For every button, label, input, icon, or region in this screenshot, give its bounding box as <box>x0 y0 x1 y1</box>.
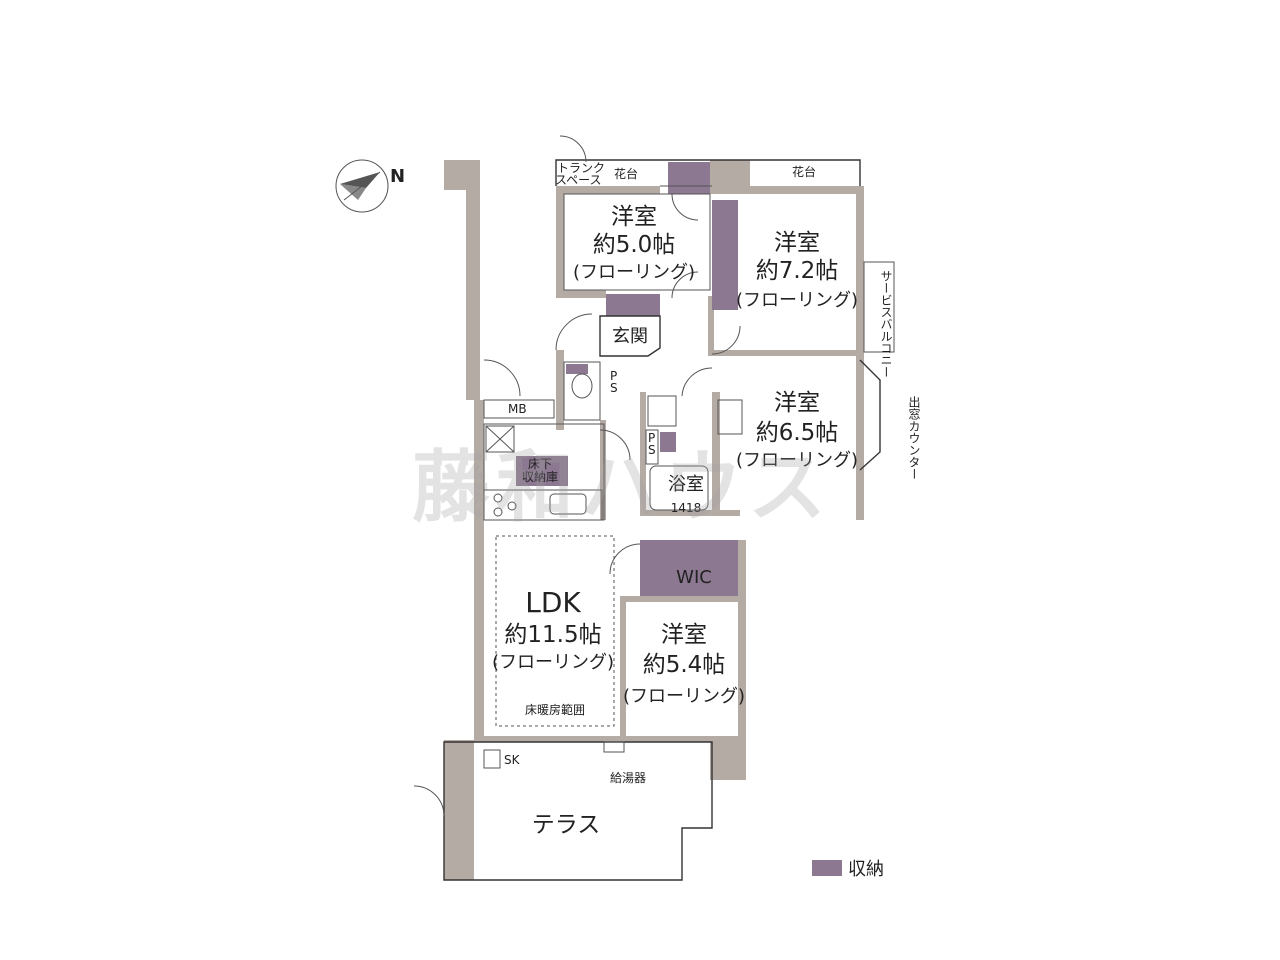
ldk-name: LDK <box>525 586 581 619</box>
bay-window-counter-label: 出窓カウンター <box>907 396 921 480</box>
ldk-size: 約11.5帖 <box>504 622 601 648</box>
trunk-space-label-2: スペース <box>555 173 602 187</box>
sk-label: SK <box>504 753 521 767</box>
watermark: 藤和ハウス <box>412 443 832 533</box>
service-balcony-label: サービスバルコニー <box>879 270 893 378</box>
ldk-heating: 床暖房範囲 <box>525 702 585 717</box>
outlines <box>413 135 895 881</box>
bed3-name: 洋室 <box>774 390 820 416</box>
bath-size: 1418 <box>671 501 702 515</box>
underfloor-storage-label-2: 収納庫 <box>522 470 558 484</box>
bed1-name: 洋室 <box>611 204 657 230</box>
mb-label: MB <box>508 402 527 416</box>
ps2-p-label: P <box>648 431 655 445</box>
terrace-label: テラス <box>532 812 601 838</box>
bed3-size: 約6.5帖 <box>756 420 839 446</box>
walls <box>444 160 864 880</box>
legend-label: 収納 <box>848 859 884 880</box>
trunk-space-label-1: トランク <box>557 161 605 175</box>
flower-bed-label-1: 花台 <box>614 166 638 181</box>
bed2-size: 約7.2帖 <box>756 258 839 284</box>
bed1-floor: (フローリング) <box>573 262 695 283</box>
flower-bed-label-2: 花台 <box>792 164 816 179</box>
entrance-label: 玄関 <box>612 326 648 347</box>
compass: N <box>335 159 405 213</box>
ldk-floor: (フローリング) <box>492 652 614 673</box>
bed2-name: 洋室 <box>774 230 820 256</box>
legend-swatch <box>812 860 842 876</box>
bath-name: 浴室 <box>668 474 704 495</box>
bed3-floor: (フローリング) <box>736 450 858 471</box>
bed4-name: 洋室 <box>661 622 707 648</box>
compass-north-label: N <box>390 166 405 187</box>
legend: 収納 <box>812 859 884 880</box>
ps2-s-label: S <box>648 443 656 457</box>
storage-areas <box>516 162 738 596</box>
underfloor-storage-label-1: 床下 <box>528 457 552 471</box>
room-labels: 洋室 約5.0帖 (フローリング) 洋室 約7.2帖 (フローリング) 洋室 約… <box>492 204 858 838</box>
bed4-size: 約5.4帖 <box>643 652 726 678</box>
water-heater-label: 給湯器 <box>610 771 646 785</box>
bed1-size: 約5.0帖 <box>593 232 676 258</box>
ps1-s-label: S <box>610 381 618 395</box>
wic-label: WIC <box>676 567 712 588</box>
ps1-p-label: P <box>610 369 617 383</box>
bed4-floor: (フローリング) <box>623 686 745 707</box>
bed2-floor: (フローリング) <box>736 290 858 311</box>
small-labels: トランク スペース 花台 花台 MB P S P S 床下 収納庫 SK 給湯器… <box>504 161 921 785</box>
